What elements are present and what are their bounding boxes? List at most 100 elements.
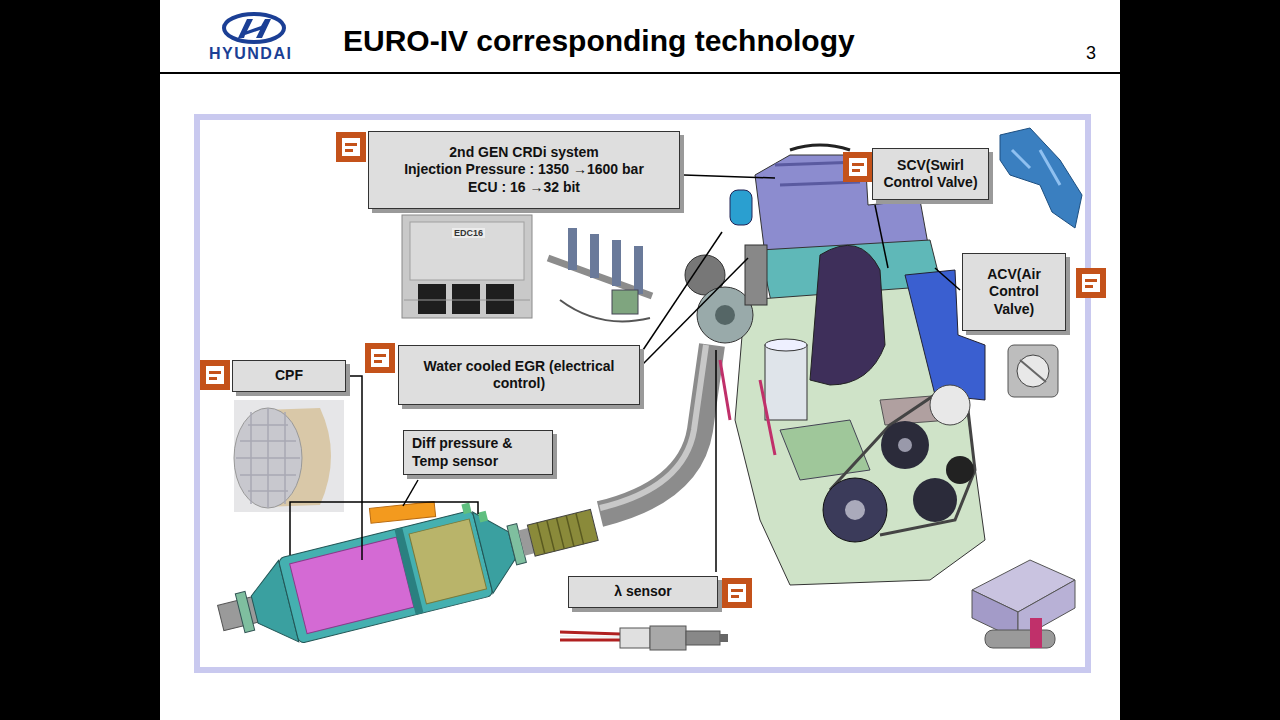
link-icon: [206, 366, 224, 384]
link-icon: [209, 371, 221, 374]
link-icon: [345, 149, 353, 152]
link-icon: [365, 343, 395, 373]
ecu-picture: [418, 284, 446, 314]
lambda-sensor-picture: [620, 628, 650, 648]
link-icon: [1076, 268, 1106, 298]
leader-line: [290, 502, 478, 555]
module-picture: [1030, 618, 1042, 648]
link-icon: [722, 578, 752, 608]
brand-logo: [224, 14, 284, 42]
exhaust-canister: [478, 511, 488, 523]
link-icon: [1085, 279, 1097, 282]
link-icon: [731, 595, 739, 598]
callout-box: SCV(Swirl Control Valve): [872, 148, 989, 200]
lambda-sensor-picture: [560, 626, 728, 650]
callout-text: SCV(Swirl Control Valve): [881, 157, 980, 191]
link-icon: [336, 132, 366, 162]
cpf-filter-picture: [234, 400, 344, 512]
diff-pressure-sensor-picture: [369, 502, 435, 524]
engine-picture: [730, 190, 752, 225]
ecu-picture: [452, 284, 480, 314]
ecu-picture: [402, 215, 532, 318]
callout-text: 2nd GEN CRDi system: [377, 144, 671, 161]
lambda-sensor-picture: [560, 632, 620, 640]
engine-picture: [810, 245, 885, 385]
engine-picture: [898, 438, 912, 452]
part-number: EDC16: [452, 228, 485, 238]
leader-line: [935, 268, 960, 290]
content-frame: [197, 117, 1088, 670]
link-icon: [1082, 274, 1100, 292]
link-icon: [731, 589, 743, 592]
slide-title: EURO-IV corresponding technology: [343, 24, 855, 58]
module-picture: [972, 560, 1075, 648]
leader-line: [403, 480, 418, 506]
link-icon: [728, 584, 746, 602]
manifold-picture: [1012, 150, 1060, 185]
link-icon: [849, 158, 867, 176]
injector-rail-picture: [612, 290, 638, 314]
injector-rail-picture: [612, 240, 621, 286]
engine-picture: [715, 305, 735, 325]
engine-picture: [845, 500, 865, 520]
engine-picture: [780, 420, 870, 480]
link-icon: [336, 132, 366, 162]
manifold-picture: [1000, 128, 1082, 228]
engine-picture: [823, 478, 887, 542]
header-rule: [160, 72, 1120, 74]
slide-ground: [160, 0, 1120, 720]
exhaust-canister: [537, 513, 584, 554]
leader-line: [875, 205, 888, 268]
callout-box: CPF: [232, 360, 346, 392]
leader-line: [643, 258, 748, 364]
lambda-sensor-picture: [686, 631, 720, 645]
link-icon: [1076, 268, 1106, 298]
callout-box: Diff pressure & Temp sensor: [403, 430, 553, 475]
callout-box: Water cooled EGR (electrical control): [398, 345, 640, 405]
throttle-body-picture: [1020, 360, 1046, 382]
leader-line: [684, 175, 775, 178]
engine-picture: [720, 360, 775, 455]
callout-box: ACV(Air Control Valve): [962, 253, 1066, 331]
leader-line: [349, 376, 362, 560]
exhaust-canister: [461, 503, 471, 515]
callout-box: λ sensor: [568, 576, 718, 608]
engine-picture: [946, 456, 974, 484]
cpf-filter-picture: [236, 408, 300, 508]
link-icon: [374, 354, 386, 357]
callout-text: Diff pressure & Temp sensor: [412, 435, 544, 469]
link-icon: [843, 152, 873, 182]
link-icon: [852, 163, 864, 166]
exhaust-canister: [409, 519, 487, 604]
link-icon: [365, 343, 395, 373]
exhaust-canister: [208, 474, 605, 660]
lambda-sensor-picture: [720, 634, 728, 642]
cpf-filter-picture: [234, 400, 344, 512]
ecu-picture: [486, 284, 514, 314]
callout-text: ACV(Air Control Valve): [971, 266, 1057, 317]
injector-rail-picture: [590, 234, 599, 278]
lambda-sensor-picture: [650, 626, 686, 650]
leader-line: [643, 232, 722, 350]
callout-box: 2nd GEN CRDi systemInjection Pressure : …: [368, 131, 680, 209]
exhaust-canister: [290, 537, 414, 633]
ecu-picture: [402, 215, 532, 318]
exhaust-canister: [278, 510, 493, 644]
page-number: 3: [1084, 43, 1098, 64]
link-icon: [1085, 285, 1093, 288]
leader-line: [715, 350, 717, 572]
link-icon: [200, 360, 230, 390]
diff-pressure-sensor-picture: [369, 502, 435, 524]
engine-picture: [930, 385, 970, 425]
callout-text: CPF: [241, 367, 337, 384]
callout-text: Water cooled EGR (electrical control): [407, 358, 631, 392]
throttle-body-picture: [1008, 345, 1058, 397]
engine-picture: [765, 345, 807, 420]
link-icon: [345, 143, 357, 146]
leader-line: [290, 175, 960, 572]
link-icon: [722, 578, 752, 608]
exhaust-canister: [527, 509, 598, 556]
engine-picture: [790, 145, 850, 150]
